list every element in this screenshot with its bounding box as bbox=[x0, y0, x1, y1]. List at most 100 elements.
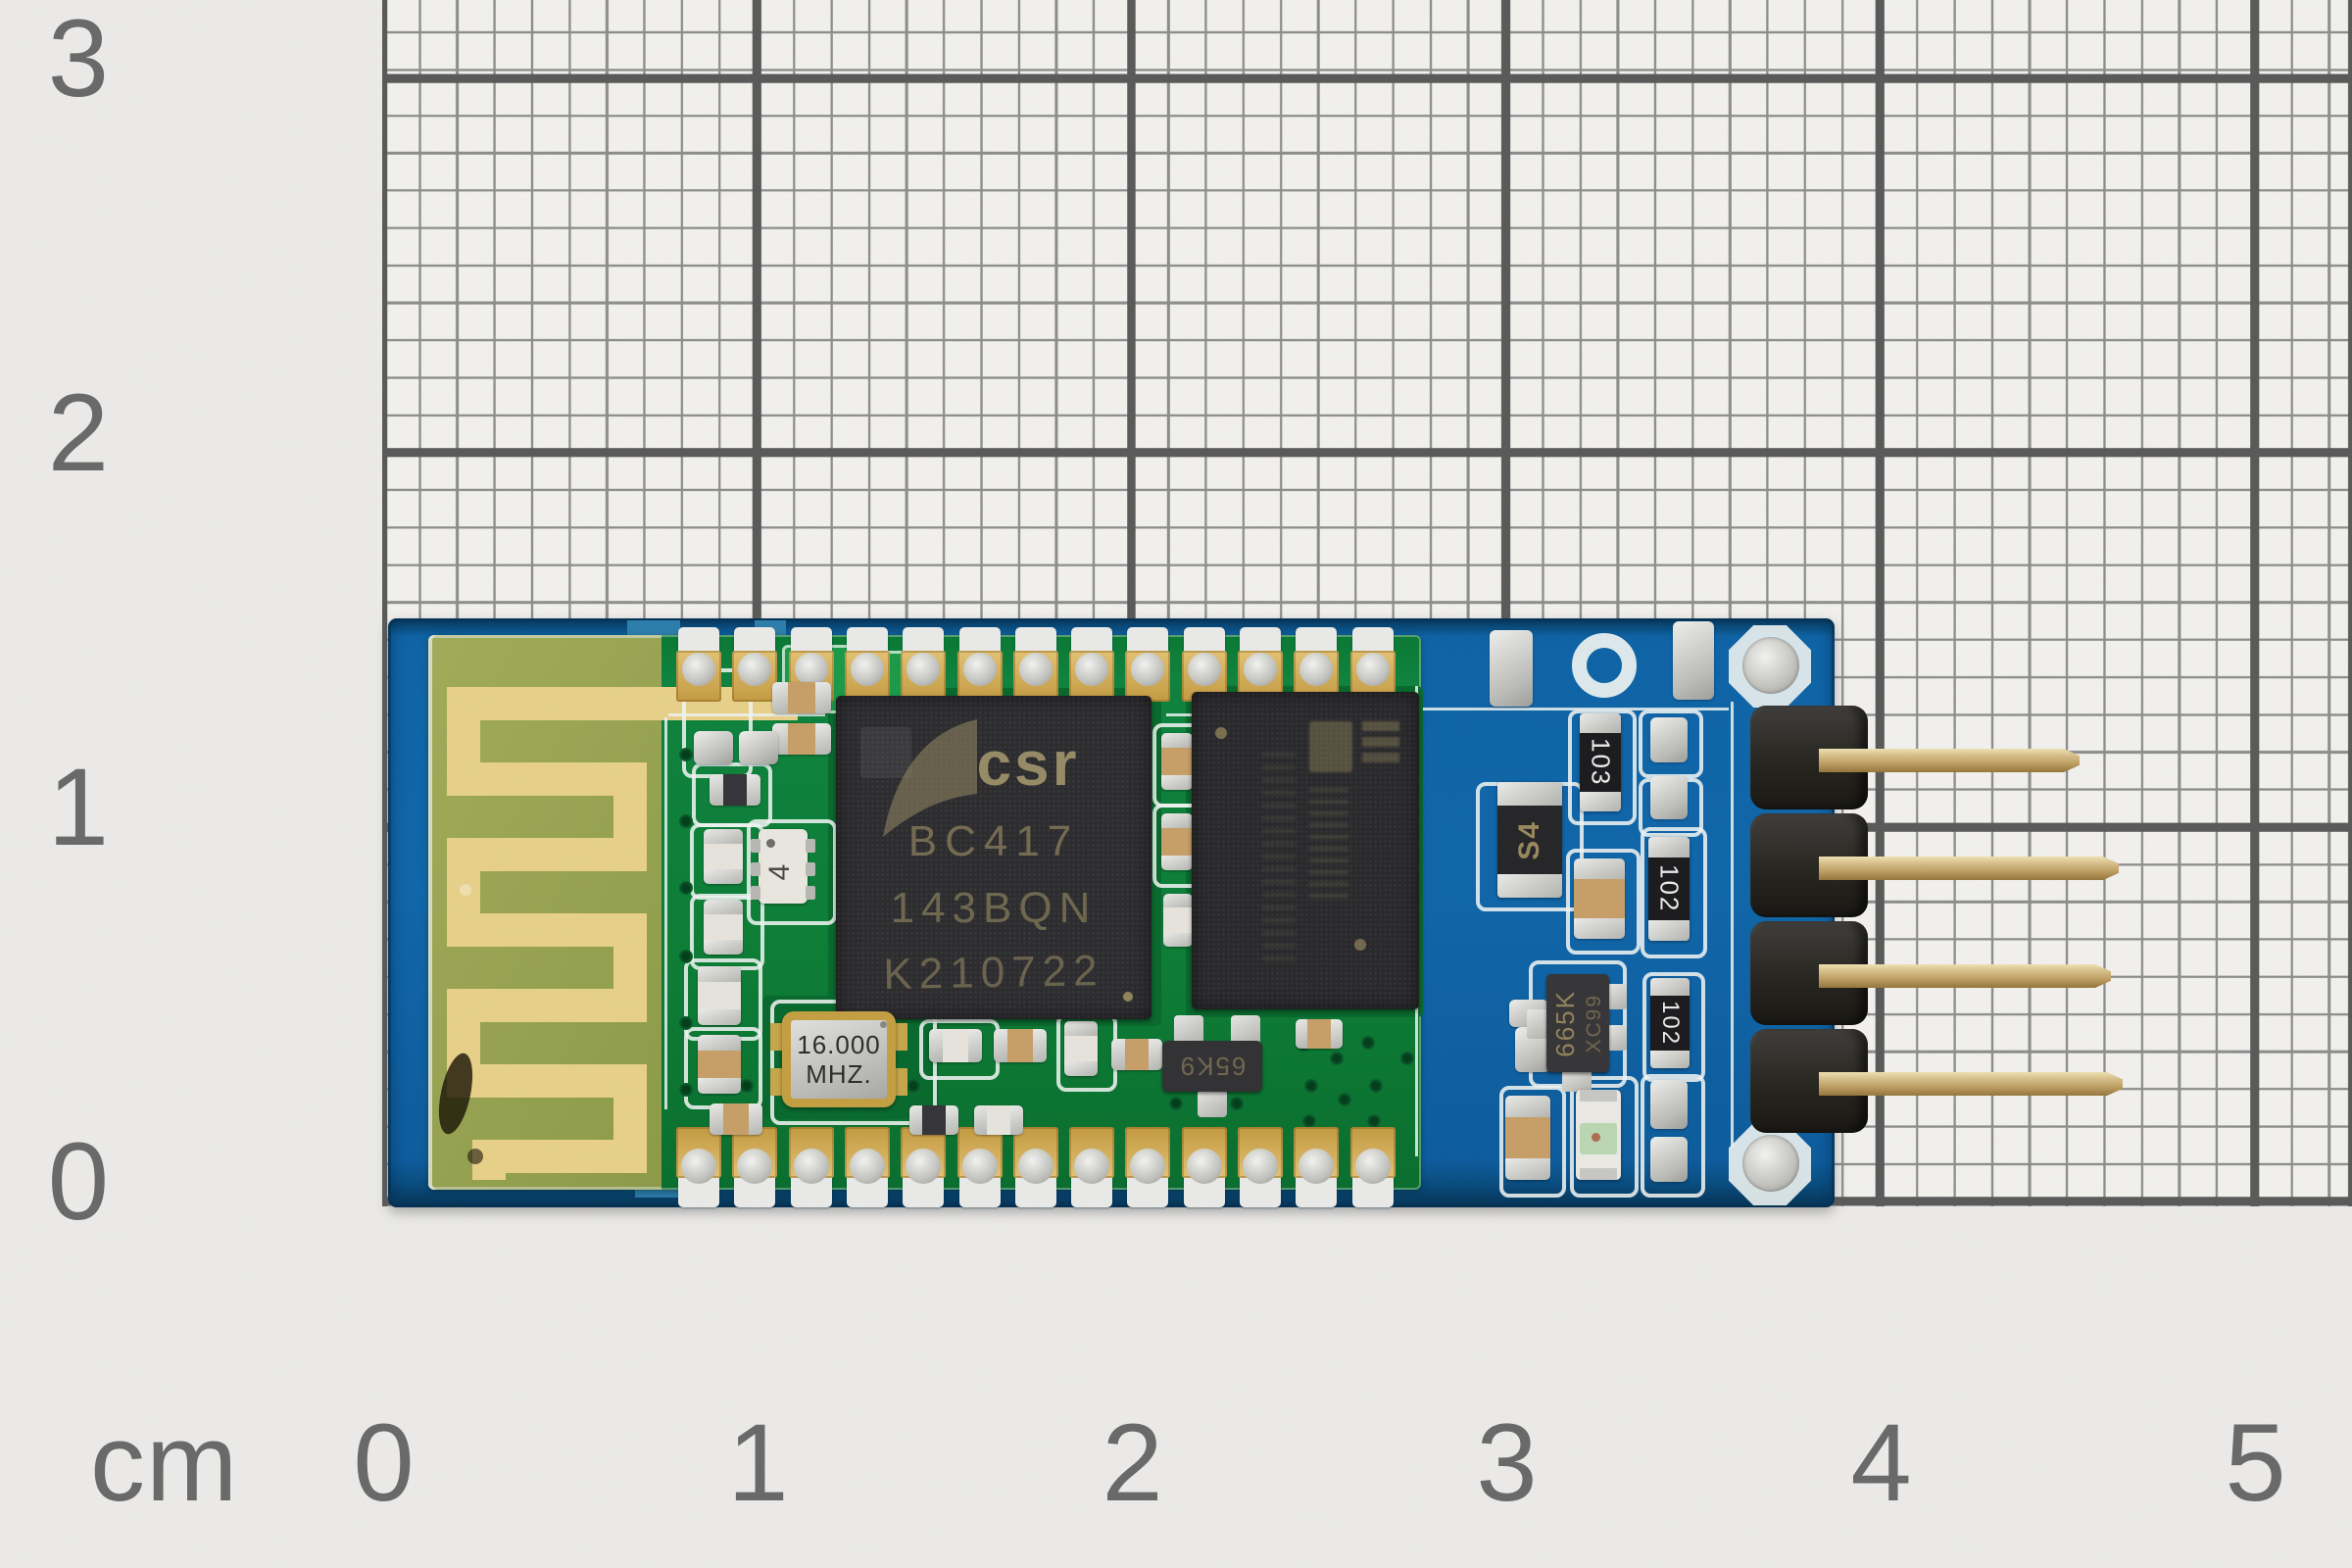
smd-passive bbox=[1163, 894, 1193, 947]
smd-terminal bbox=[1505, 1096, 1550, 1118]
via bbox=[906, 1079, 920, 1093]
solder-dome bbox=[681, 1149, 716, 1184]
solder-blob bbox=[1650, 1137, 1688, 1182]
regulator-marking-line2: XC99 bbox=[1582, 993, 1605, 1054]
ruler-bottom-label-4: 4 bbox=[1850, 1401, 1913, 1524]
solder-dome bbox=[1354, 1149, 1391, 1184]
smd-terminal bbox=[1505, 1157, 1550, 1180]
smd-terminal bbox=[1296, 1019, 1308, 1049]
smd-body bbox=[704, 843, 743, 870]
solder-blob bbox=[1650, 1080, 1688, 1129]
smd-terminal bbox=[704, 900, 743, 914]
smd-terminal bbox=[748, 1103, 762, 1135]
smd-terminal bbox=[909, 1105, 922, 1135]
header-pin bbox=[1819, 1072, 2123, 1096]
solder-dome bbox=[1018, 653, 1053, 686]
flash-faint-marking bbox=[1262, 745, 1296, 960]
solder-dome bbox=[794, 653, 828, 686]
regulator-lead bbox=[1527, 1009, 1548, 1039]
smd-passive bbox=[1161, 733, 1193, 790]
ruler-side-label-3: 3 bbox=[47, 0, 110, 120]
smd-passive bbox=[1574, 858, 1625, 939]
solder-blob bbox=[1673, 621, 1714, 700]
terminal bbox=[1650, 978, 1690, 997]
smd-terminal bbox=[698, 1009, 741, 1025]
smd-terminal bbox=[1161, 855, 1193, 870]
unplated-hole-ring bbox=[1572, 633, 1637, 698]
solder-dome bbox=[1244, 653, 1277, 686]
via bbox=[1304, 1079, 1318, 1093]
chip-pin1-dot bbox=[1123, 992, 1133, 1002]
flash-dot bbox=[1354, 939, 1366, 951]
body: 102 bbox=[1648, 858, 1690, 920]
solder-blob bbox=[694, 731, 733, 764]
smd-terminal bbox=[1330, 1019, 1343, 1049]
header-pin bbox=[1819, 749, 2080, 772]
solder-dome bbox=[906, 1149, 942, 1184]
resistor-103-marking: 103 bbox=[1586, 738, 1616, 787]
smd-passive bbox=[704, 900, 743, 955]
chip-part-number: BC417 bbox=[907, 817, 1080, 865]
smd-body bbox=[698, 981, 741, 1010]
smd-terminal bbox=[1032, 1029, 1047, 1062]
smd-terminal bbox=[967, 1029, 982, 1062]
mounting-hole-solder bbox=[1742, 1135, 1799, 1192]
smd-body bbox=[987, 1105, 1010, 1135]
chip-marking-line2: 143BQN bbox=[890, 884, 1098, 932]
terminal bbox=[1648, 837, 1690, 858]
smd-terminal bbox=[815, 682, 831, 713]
ruler-side-label-2: 2 bbox=[47, 371, 110, 494]
smd-terminal bbox=[710, 1103, 724, 1135]
smd-terminal bbox=[698, 1078, 741, 1094]
led-terminal bbox=[1580, 1090, 1617, 1102]
filter-lead bbox=[806, 886, 815, 900]
chip-marking-line3: K210722 bbox=[882, 947, 1104, 999]
body: 103 bbox=[1580, 733, 1621, 792]
smd-body bbox=[922, 1105, 946, 1135]
solder-dome bbox=[849, 1149, 885, 1184]
resistor-102-top: 102 bbox=[1648, 837, 1690, 941]
filter-marking: 4 bbox=[763, 863, 796, 881]
solder-dome bbox=[1186, 1149, 1222, 1184]
smd-terminal bbox=[772, 682, 788, 713]
smd-passive bbox=[909, 1105, 958, 1135]
diode-s4-marking: S4 bbox=[1513, 819, 1545, 860]
terminal bbox=[1648, 919, 1690, 941]
crystal-marking: 16.000 bbox=[797, 1030, 881, 1059]
smd-passive bbox=[698, 1035, 741, 1094]
smd-passive bbox=[1111, 1039, 1162, 1070]
crystal-orientation-dot bbox=[880, 1021, 887, 1028]
via bbox=[740, 1079, 754, 1093]
smd-body bbox=[1161, 748, 1193, 775]
smd-body bbox=[1064, 1035, 1098, 1062]
ruler-bottom-label-3: 3 bbox=[1476, 1401, 1539, 1524]
smd-terminal bbox=[946, 1105, 958, 1135]
smd-terminal bbox=[710, 774, 723, 806]
smd-body bbox=[1124, 1039, 1150, 1070]
smd-passive bbox=[1161, 813, 1193, 870]
smd-terminal bbox=[1149, 1039, 1162, 1070]
solder-dome bbox=[1017, 1149, 1054, 1184]
smd-passive bbox=[772, 723, 831, 755]
solder-dome bbox=[906, 653, 941, 686]
flash-logo-block bbox=[1309, 721, 1352, 772]
solder-dome bbox=[850, 653, 884, 686]
terminal bbox=[1650, 1050, 1690, 1068]
resistor-103: 103 bbox=[1580, 713, 1621, 811]
filter-dot bbox=[766, 839, 775, 848]
ruler-side-label-0: 0 bbox=[47, 1120, 110, 1243]
ruler-bottom-label-0: 0 bbox=[353, 1401, 416, 1524]
led-terminal bbox=[1580, 1168, 1617, 1180]
smd-terminal bbox=[929, 1029, 944, 1062]
smd-terminal bbox=[1163, 932, 1193, 947]
smd-passive bbox=[974, 1105, 1023, 1135]
flash-dot bbox=[1215, 727, 1227, 739]
silkscreen-line bbox=[1731, 702, 1734, 1147]
smd-terminal bbox=[1064, 1021, 1098, 1036]
solder-blob bbox=[1490, 630, 1533, 707]
smd-body bbox=[787, 682, 816, 713]
smd-body bbox=[1307, 1019, 1331, 1049]
via bbox=[679, 881, 693, 895]
smd-passive bbox=[772, 682, 831, 713]
